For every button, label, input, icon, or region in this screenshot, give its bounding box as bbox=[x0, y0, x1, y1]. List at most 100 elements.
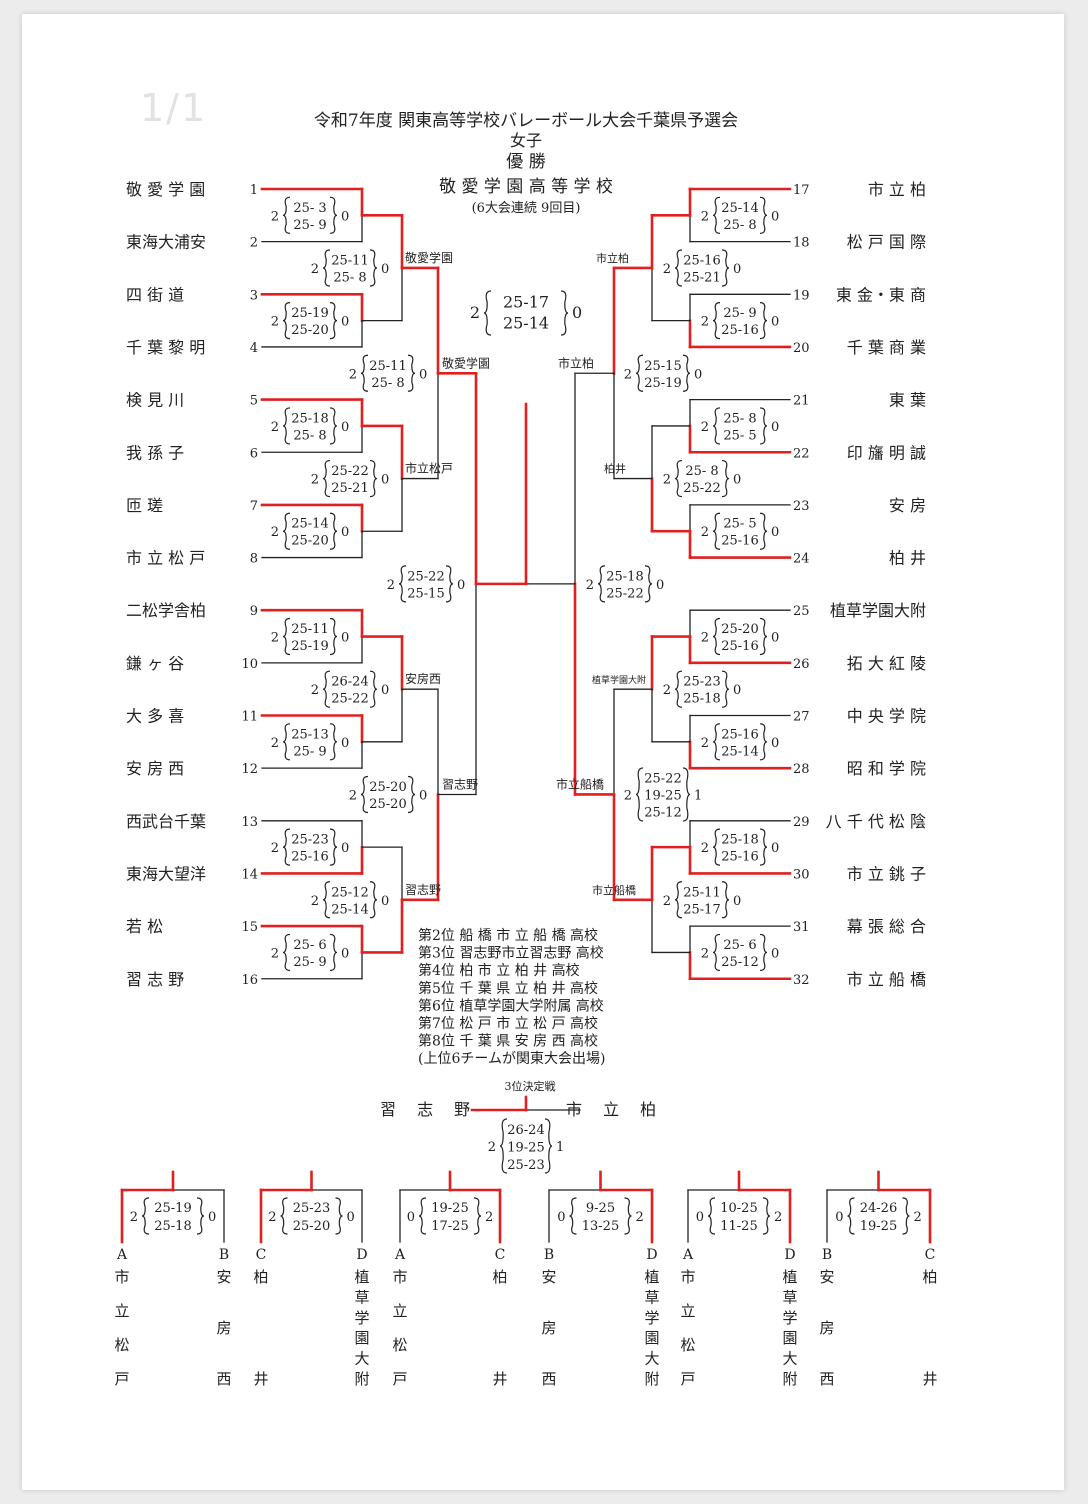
winner-label: 市立柏 bbox=[596, 251, 629, 265]
set-score: 25-16 bbox=[683, 253, 720, 268]
name-char: 房 bbox=[541, 1319, 556, 1337]
brace-close bbox=[721, 670, 730, 708]
set-score: 26-24 bbox=[331, 675, 368, 690]
set-score: 25-18 bbox=[683, 692, 720, 707]
team-seed-right: 32 bbox=[793, 973, 810, 988]
set-score: 19-25 bbox=[860, 1219, 897, 1234]
team-seed-left: 4 bbox=[250, 341, 258, 356]
match-score-right: 0 bbox=[733, 262, 741, 277]
set-score: 13-25 bbox=[582, 1219, 619, 1234]
set-score: 25-19 bbox=[291, 639, 328, 654]
team-seed-left: 8 bbox=[250, 552, 258, 567]
match-score-left: 2 bbox=[311, 473, 319, 488]
name-char: 草 bbox=[644, 1288, 659, 1306]
third-place-left: 習 志 野 bbox=[380, 1100, 478, 1119]
team-seed-right: 24 bbox=[793, 552, 810, 567]
name-char: 学 bbox=[644, 1309, 659, 1327]
winner-label: 市立柏 bbox=[558, 355, 594, 370]
team-seed-right: 30 bbox=[793, 867, 810, 882]
match-score-left: 2 bbox=[271, 209, 279, 224]
team-seed-left: 14 bbox=[241, 867, 258, 882]
team-name-right: 印 旛 明 誠 bbox=[847, 443, 926, 462]
set-score: 25- 5 bbox=[723, 428, 756, 443]
playoff-team-name: 安房西 bbox=[819, 1268, 834, 1388]
set-score: 25-14 bbox=[721, 744, 758, 759]
playoff-score-left: 2 bbox=[130, 1210, 138, 1225]
name-char: 房 bbox=[819, 1319, 834, 1337]
set-score: 25-23 bbox=[683, 675, 720, 690]
team-name-right: 安 房 bbox=[889, 496, 926, 515]
match-score-right: 1 bbox=[694, 788, 702, 803]
set-score: 25- 8 bbox=[293, 428, 326, 443]
name-char: 立 bbox=[114, 1302, 129, 1320]
match-score-left: 2 bbox=[271, 525, 279, 540]
brace-close bbox=[407, 354, 416, 392]
name-char: 井 bbox=[253, 1370, 268, 1388]
set-score: 25-12 bbox=[644, 805, 681, 820]
set-score: 25- 9 bbox=[293, 955, 326, 970]
brace-close bbox=[560, 290, 569, 336]
brace-open bbox=[635, 354, 644, 392]
brace-close bbox=[759, 828, 768, 866]
match-score-right: 0 bbox=[341, 525, 349, 540]
set-score: 25- 9 bbox=[293, 744, 326, 759]
match-score-right: 0 bbox=[733, 473, 741, 488]
playoff-team-name: 植草学園大附 bbox=[644, 1268, 659, 1388]
set-score: 25- 9 bbox=[723, 306, 756, 321]
team-name-left: 匝 瑳 bbox=[126, 496, 163, 515]
brace-open bbox=[569, 1197, 577, 1235]
match-score-left: 2 bbox=[271, 841, 279, 856]
set-score: 25-19 bbox=[644, 376, 681, 391]
brace-close bbox=[329, 512, 338, 550]
set-score: 25- 8 bbox=[685, 464, 718, 479]
brace-open bbox=[674, 881, 683, 919]
brace-close bbox=[759, 407, 768, 445]
team-seed-left: 5 bbox=[250, 394, 258, 409]
match-score-right: 0 bbox=[341, 946, 349, 961]
brace-open bbox=[282, 723, 291, 761]
set-score: 25-17 bbox=[503, 293, 549, 312]
name-char: 市 bbox=[680, 1268, 695, 1286]
brace-close bbox=[369, 249, 378, 287]
match-score-right: 0 bbox=[381, 473, 389, 488]
match-score-right: 0 bbox=[341, 736, 349, 751]
name-char: 戸 bbox=[392, 1370, 407, 1388]
team-seed-right: 21 bbox=[793, 394, 810, 409]
team-name-left: 鎌 ヶ 谷 bbox=[126, 654, 184, 673]
set-score: 19-25 bbox=[507, 1141, 544, 1156]
team-seed-left: 3 bbox=[250, 288, 258, 303]
brace-open bbox=[712, 196, 721, 234]
team-name-left: 西武台千葉 bbox=[126, 812, 206, 831]
name-char: 松 bbox=[114, 1336, 129, 1354]
brace-close bbox=[329, 407, 338, 445]
winner-label: 市立松戸 bbox=[405, 461, 453, 476]
match-score-right: 0 bbox=[694, 367, 702, 382]
set-score: 25-16 bbox=[721, 639, 758, 654]
name-char: 附 bbox=[354, 1370, 369, 1388]
match-score-right: 0 bbox=[771, 631, 779, 646]
set-score: 25-16 bbox=[721, 534, 758, 549]
brace-close bbox=[407, 775, 416, 814]
team-seed-left: 10 bbox=[241, 657, 258, 672]
team-seed-left: 1 bbox=[250, 183, 258, 198]
set-score: 25-20 bbox=[291, 323, 328, 338]
match-score-left: 2 bbox=[271, 315, 279, 330]
name-char: 学 bbox=[782, 1309, 797, 1327]
team-name-right: 植草学園大附 bbox=[830, 601, 926, 620]
set-score: 25-22 bbox=[606, 586, 643, 601]
team-seed-right: 25 bbox=[793, 604, 810, 619]
brace-open bbox=[597, 565, 606, 603]
winner-label: 習志野 bbox=[405, 883, 441, 897]
brace-open bbox=[322, 670, 331, 708]
set-score: 25- 8 bbox=[723, 411, 756, 426]
match-score-right: 0 bbox=[771, 736, 779, 751]
playoff-team-name: 柏井 bbox=[253, 1268, 268, 1388]
playoff-team-name: 市立松戸 bbox=[392, 1268, 407, 1388]
match-score-left: 2 bbox=[271, 946, 279, 961]
page-indicator: 1/1 bbox=[140, 86, 208, 130]
name-char: 附 bbox=[644, 1370, 659, 1388]
brace-close bbox=[759, 512, 768, 550]
set-score: 9-25 bbox=[586, 1201, 615, 1216]
team-name-right: 東 金・東 商 bbox=[836, 285, 926, 304]
